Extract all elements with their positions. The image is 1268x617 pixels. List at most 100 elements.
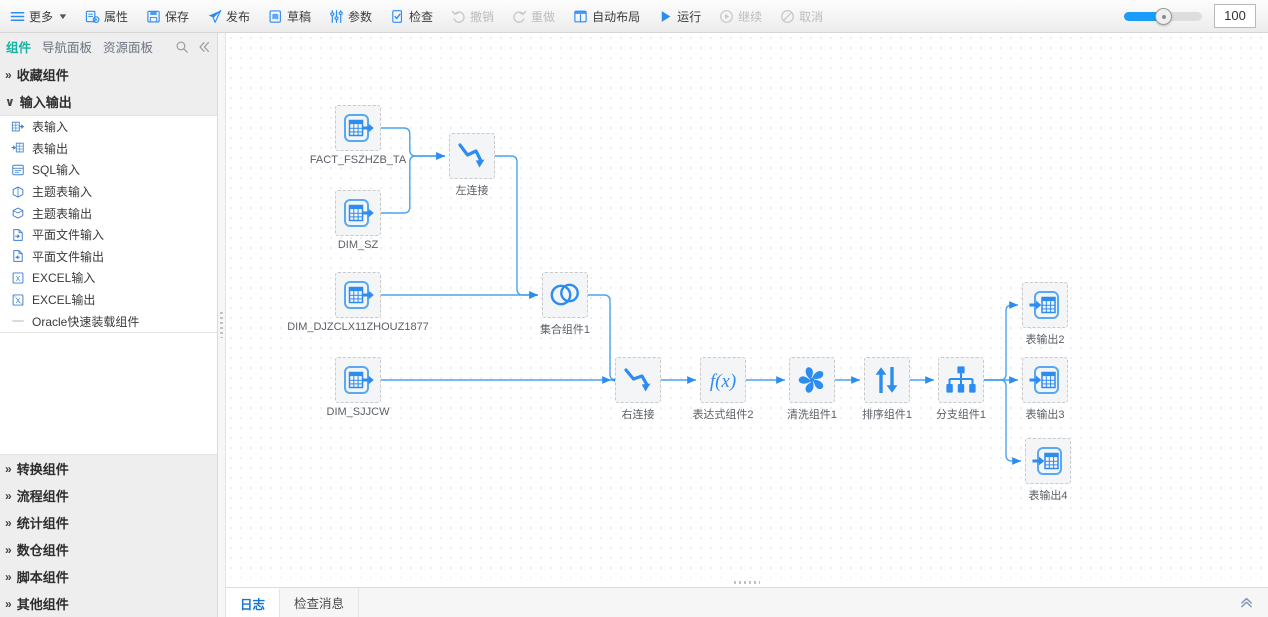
sidebar-section-4[interactable]: »统计组件 <box>0 509 217 536</box>
branch-node-icon <box>946 366 976 393</box>
sidebar-section-label: 数仓组件 <box>16 543 69 558</box>
autolayout-icon <box>573 9 588 24</box>
canvas-node-table-input[interactable] <box>335 272 381 318</box>
toolbar-button-check[interactable]: 检查 <box>382 3 441 29</box>
canvas-node-cleanse[interactable] <box>789 357 835 403</box>
expression-node-icon: f(x) <box>710 371 736 392</box>
zoom-value-input[interactable]: 100 <box>1214 4 1256 28</box>
toolbar-button-label: 保存 <box>164 9 189 24</box>
sidebar-tab-1[interactable]: 导航面板 <box>42 41 93 55</box>
chevron-right-icon: » <box>5 461 12 476</box>
toolbar-button-label: 运行 <box>677 9 702 24</box>
component-item-table-output[interactable]: 表输出 <box>0 138 217 160</box>
zoom-slider-knob[interactable] <box>1154 8 1172 25</box>
sidebar-section-1[interactable]: ∨输入输出 <box>0 88 217 115</box>
log-tab-1[interactable]: 检查消息 <box>280 588 360 617</box>
table-input-node-icon <box>344 114 374 142</box>
component-item-label: EXCEL输出 <box>32 293 96 308</box>
sidebar-splitter[interactable] <box>218 33 226 617</box>
workflow-canvas[interactable]: FACT_FSZHZB_TA DIM_SZ 左连接 DIM_DJ <box>226 33 1268 578</box>
toolbar-button-publish[interactable]: 发布 <box>199 3 258 29</box>
component-item-oracle-loader[interactable]: Oracle快速装载组件 <box>0 310 217 332</box>
search-icon[interactable] <box>175 40 189 54</box>
component-item-subject-table-input[interactable]: 主题表输入 <box>0 181 217 203</box>
chevron-right-icon: » <box>5 488 12 503</box>
component-item-label: 主题表输入 <box>32 185 93 200</box>
toolbar-button-label: 取消 <box>799 9 824 24</box>
sidebar-tab-2[interactable]: 资源面板 <box>103 41 154 55</box>
canvas-node-expression[interactable]: f(x) <box>700 357 746 403</box>
sidebar-section-5[interactable]: »数仓组件 <box>0 536 217 563</box>
toolbar-button-label: 参数 <box>348 9 373 24</box>
log-tab-0[interactable]: 日志 <box>226 588 281 617</box>
canvas-node-table-output[interactable] <box>1022 357 1068 403</box>
component-item-sql-input[interactable]: SQL输入 <box>0 159 217 181</box>
toolbar-button-autolayout[interactable]: 自动布局 <box>565 3 648 29</box>
canvas-node-union[interactable] <box>542 272 588 318</box>
toolbar-button-properties[interactable]: 属性 <box>77 3 136 29</box>
toolbar-button-draft[interactable]: 草稿 <box>260 3 319 29</box>
sidebar-section-0[interactable]: »收藏组件 <box>0 61 217 88</box>
workflow-edge <box>588 294 620 384</box>
toolbar-button-label: 属性 <box>103 9 128 24</box>
table-input-node-icon <box>344 366 374 394</box>
toolbar-button-label: 自动布局 <box>592 9 641 24</box>
canvas-node-right-join[interactable] <box>615 357 661 403</box>
toolbar-button-save[interactable]: 保存 <box>138 3 197 29</box>
flat-file-output-icon <box>13 250 23 263</box>
toolbar-button-hamburger[interactable]: 更多▼ <box>2 3 75 29</box>
component-item-flat-file-input[interactable]: 平面文件输入 <box>0 224 217 246</box>
chevron-double-up-icon <box>1241 597 1252 608</box>
sort-node-icon <box>875 367 898 393</box>
union-node-icon <box>550 283 579 306</box>
svg-text:X: X <box>16 276 21 283</box>
table-input-icon <box>11 121 25 132</box>
sidebar-section-6[interactable]: »脚本组件 <box>0 563 217 590</box>
subject-table-output-icon <box>12 207 24 219</box>
oracle-loader-icon <box>12 320 24 322</box>
sidebar-section-2[interactable]: »转换组件 <box>0 455 217 482</box>
left-join-node-icon <box>458 143 485 168</box>
cleanse-node-icon <box>798 367 824 393</box>
save-icon <box>146 9 161 24</box>
sidebar-section-label: 输入输出 <box>19 95 72 110</box>
component-item-flat-file-output[interactable]: 平面文件输出 <box>0 246 217 268</box>
table-input-node-icon <box>344 199 374 227</box>
component-item-table-input[interactable]: 表输入 <box>0 116 217 138</box>
component-item-label: Oracle快速装载组件 <box>32 314 140 329</box>
toolbar-button-label: 更多 <box>29 9 54 24</box>
zoom-control: 100 <box>1124 4 1268 28</box>
canvas-node-table-input[interactable] <box>335 190 381 236</box>
cancel-icon <box>780 9 795 24</box>
component-item-label: 表输出 <box>32 141 69 156</box>
canvas-node-left-join[interactable] <box>449 133 495 179</box>
toolbar-button-label: 草稿 <box>286 9 311 24</box>
sidebar-section-7[interactable]: »其他组件 <box>0 590 217 617</box>
zoom-slider[interactable] <box>1124 8 1202 25</box>
sidebar-tab-0[interactable]: 组件 <box>6 41 32 55</box>
hamburger-icon <box>10 9 25 24</box>
toolbar-button-undo: 撤销 <box>443 3 502 29</box>
toolbar-button-run[interactable]: 运行 <box>650 3 709 29</box>
canvas-node-table-input[interactable] <box>335 357 381 403</box>
workflow-edges <box>381 127 1021 465</box>
properties-icon <box>85 9 100 24</box>
canvas-node-table-output[interactable] <box>1025 438 1071 484</box>
toolbar-button-parameter[interactable]: 参数 <box>321 3 380 29</box>
log-panel: 日志检查消息 <box>226 587 1268 617</box>
canvas-node-table-input[interactable] <box>335 105 381 151</box>
canvas-node-sort[interactable] <box>864 357 910 403</box>
log-panel-splitter[interactable] <box>226 578 1268 587</box>
sidebar-section-3[interactable]: »流程组件 <box>0 482 217 509</box>
component-item-subject-table-output[interactable]: 主题表输出 <box>0 202 217 224</box>
canvas-node-table-output[interactable] <box>1022 282 1068 328</box>
canvas-node-branch[interactable] <box>938 357 984 403</box>
collapse-panel-icon[interactable] <box>197 40 211 54</box>
workflow-edge <box>381 152 445 214</box>
publish-icon <box>207 9 222 24</box>
log-expand-button[interactable] <box>1225 588 1268 617</box>
sidebar-tool-buttons <box>175 40 211 54</box>
